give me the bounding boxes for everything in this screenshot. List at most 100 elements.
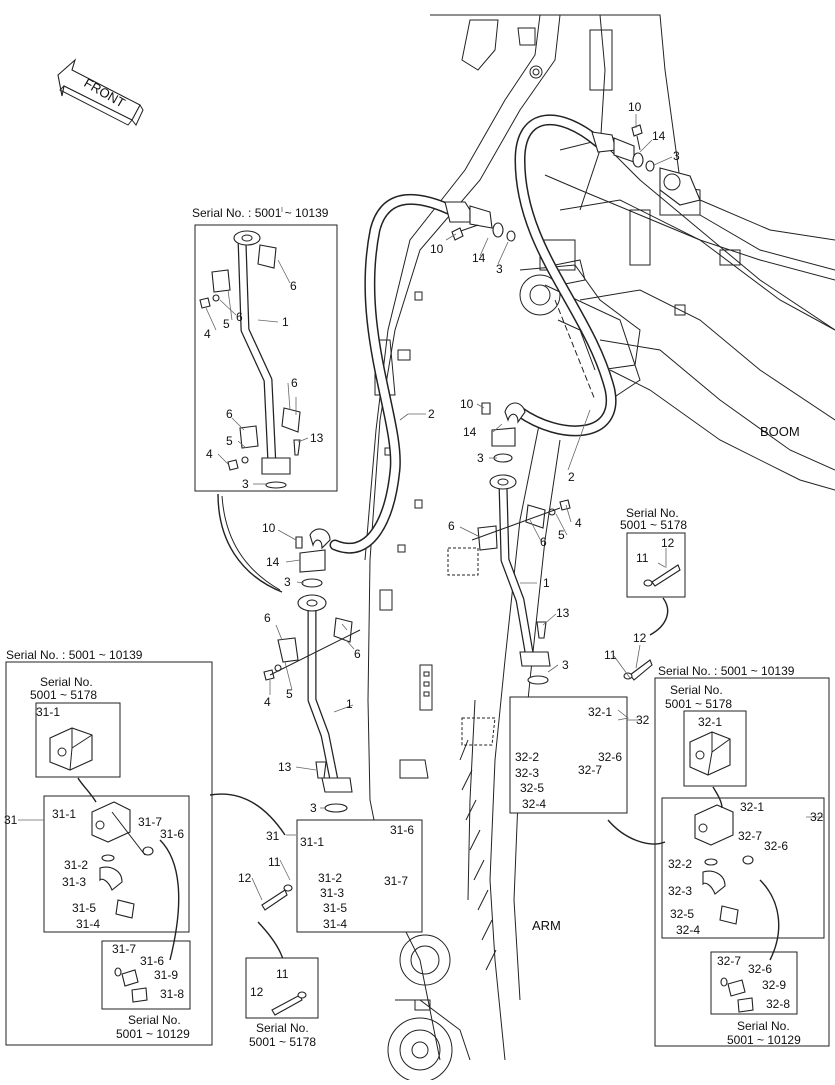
front-arrow bbox=[57, 58, 144, 126]
callouts-31-left: 31-1 31 31-1 31-7 31-6 31-2 31-3 31-5 31… bbox=[4, 705, 184, 1001]
callout-5: 5 bbox=[223, 317, 230, 331]
arm-label: ARM bbox=[532, 918, 561, 933]
inset-center-31 bbox=[296, 819, 423, 933]
serial-left-inner-range: 5001 ~ 5178 bbox=[30, 688, 97, 702]
callout-4: 4 bbox=[264, 695, 271, 709]
callouts-32-center: 32-1 32 32-2 32-6 32-3 32-7 32-5 32-4 bbox=[515, 705, 650, 811]
callout-11: 11 bbox=[604, 648, 617, 662]
callout-10: 10 bbox=[262, 521, 276, 535]
serial-right-small-range: 5001 ~ 5178 bbox=[620, 518, 687, 532]
serial-left-bottom-range: 5001 ~ 10129 bbox=[116, 1027, 190, 1041]
callout-arrow-left-b bbox=[159, 839, 180, 961]
callout-32-1: 32-1 bbox=[588, 705, 612, 719]
callout-1: 1 bbox=[282, 315, 289, 329]
callout-32-3: 32-3 bbox=[668, 884, 692, 898]
callout-31: 31 bbox=[266, 829, 280, 843]
callout-31-1: 31-1 bbox=[300, 835, 324, 849]
callout-3: 3 bbox=[242, 477, 249, 491]
callout-31-1: 31-1 bbox=[52, 807, 76, 821]
callout-31-7: 31-7 bbox=[138, 815, 162, 829]
callout-arrow-right-b bbox=[759, 879, 780, 961]
callout-6: 6 bbox=[236, 310, 243, 324]
callout-3: 3 bbox=[496, 262, 503, 276]
callouts-center-left: 10 14 3 6 6 5 4 1 13 3 bbox=[262, 521, 361, 815]
callout-31-8: 31-8 bbox=[160, 987, 184, 1001]
callout-3: 3 bbox=[477, 451, 484, 465]
callout-31-7: 31-7 bbox=[112, 942, 136, 956]
callout-3: 3 bbox=[673, 149, 680, 163]
serial-right-inner-title: Serial No. bbox=[670, 683, 723, 697]
callout-4: 4 bbox=[575, 516, 582, 530]
callout-6: 6 bbox=[290, 279, 297, 293]
callout-arrow-right-small bbox=[649, 597, 669, 636]
hose-fitting-upper-left bbox=[444, 201, 516, 242]
callout-11: 11 bbox=[268, 855, 281, 869]
callout-6: 6 bbox=[291, 376, 298, 390]
callout-32-2: 32-2 bbox=[668, 857, 692, 871]
callout-11: 11 bbox=[636, 551, 649, 565]
callout-4: 4 bbox=[206, 447, 213, 461]
callout-31-3: 31-3 bbox=[320, 886, 344, 900]
inset-top-left bbox=[194, 224, 338, 492]
serial-right-small-title: Serial No. bbox=[626, 506, 679, 520]
arm-structure bbox=[177, 14, 835, 1083]
pipe-assembly-right bbox=[471, 402, 571, 685]
callout-32-6: 32-6 bbox=[598, 750, 622, 764]
callout-5: 5 bbox=[286, 687, 293, 701]
inset-right-small bbox=[626, 532, 686, 598]
callout-31-1: 31-1 bbox=[36, 705, 60, 719]
callout-32-9: 32-9 bbox=[762, 978, 786, 992]
callout-31-9: 31-9 bbox=[154, 968, 178, 982]
callouts-center-right: 10 14 3 6 1 6 5 4 13 3 bbox=[448, 397, 582, 672]
callout-32-3: 32-3 bbox=[515, 766, 539, 780]
callout-arrow-left-a bbox=[77, 777, 97, 803]
callout-14: 14 bbox=[472, 251, 486, 265]
serial-bottom-center-title: Serial No. bbox=[256, 1021, 309, 1035]
serial-right-bottom-title: Serial No. bbox=[737, 1019, 790, 1033]
callouts-31-center: 31 31-1 31-6 31-2 31-7 31-3 31-5 31-4 bbox=[266, 823, 414, 931]
inset-bottom-center bbox=[245, 957, 319, 1019]
callout-32-6: 32-6 bbox=[748, 962, 772, 976]
bolt-12-center-left bbox=[261, 884, 293, 911]
callout-31-6: 31-6 bbox=[140, 954, 164, 968]
callout-1: 1 bbox=[543, 576, 550, 590]
bolt-12-center-right bbox=[623, 659, 653, 681]
callout-31-4: 31-4 bbox=[323, 917, 347, 931]
callout-32-7: 32-7 bbox=[717, 954, 741, 968]
callout-32-5: 32-5 bbox=[670, 907, 694, 921]
callout-32-7: 32-7 bbox=[578, 763, 602, 777]
callouts-32-right: 32-1 32 32-1 32-7 32-6 32-2 32-3 32-5 32… bbox=[668, 715, 824, 1011]
callout-3: 3 bbox=[284, 575, 291, 589]
serial-right-bottom-range: 5001 ~ 10129 bbox=[727, 1033, 801, 1047]
callout-10: 10 bbox=[628, 100, 642, 114]
callout-1: 1 bbox=[346, 697, 353, 711]
callout-31-2: 31-2 bbox=[318, 871, 342, 885]
inset-left-31 bbox=[5, 661, 213, 1046]
callout-32-1: 32-1 bbox=[698, 715, 722, 729]
hose-fitting-upper-right bbox=[591, 124, 701, 206]
serial-right-top: Serial No. : 5001 ~ 10139 bbox=[658, 664, 795, 678]
callout-31-6: 31-6 bbox=[390, 823, 414, 837]
callout-32-8: 32-8 bbox=[766, 997, 790, 1011]
serial-left-top: Serial No. : 5001 ~ 10139 bbox=[6, 648, 143, 662]
callout-6: 6 bbox=[354, 647, 361, 661]
callout-31-5: 31-5 bbox=[323, 901, 347, 915]
serial-top-left: Serial No. : 5001 ~ 10139 bbox=[192, 206, 329, 220]
inset-center-32 bbox=[509, 696, 628, 814]
callout-32-7: 32-7 bbox=[738, 829, 762, 843]
callout-32-2: 32-2 bbox=[515, 750, 539, 764]
serial-bottom-center-range: 5001 ~ 5178 bbox=[249, 1035, 316, 1049]
hose-lower bbox=[514, 114, 617, 437]
callout-5: 5 bbox=[558, 528, 565, 542]
callout-2: 2 bbox=[428, 407, 435, 421]
callout-12: 12 bbox=[250, 985, 264, 999]
callout-31-3: 31-3 bbox=[62, 875, 86, 889]
callout-31-6: 31-6 bbox=[160, 827, 184, 841]
callout-32-1: 32-1 bbox=[740, 800, 764, 814]
callout-4: 4 bbox=[204, 327, 211, 341]
callout-3: 3 bbox=[562, 658, 569, 672]
boom-label: BOOM bbox=[760, 424, 800, 439]
callout-12: 12 bbox=[238, 871, 252, 885]
callout-13: 13 bbox=[278, 760, 292, 774]
